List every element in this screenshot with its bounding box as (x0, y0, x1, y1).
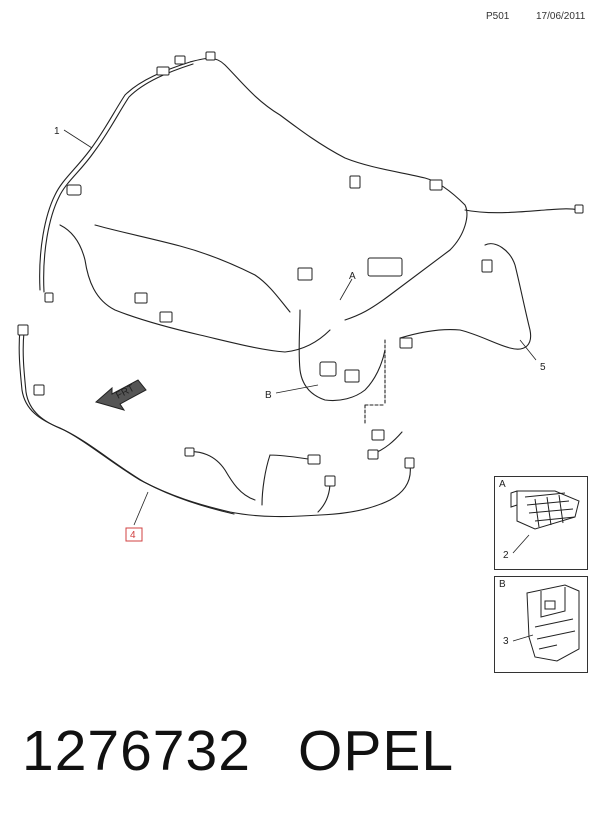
connector (134, 292, 148, 304)
connector (367, 449, 379, 460)
connector (574, 204, 584, 214)
leader-A (339, 278, 353, 301)
diagram-date: 17/06/2011 (536, 11, 586, 22)
connector (297, 267, 313, 281)
connector (371, 429, 385, 441)
inset-a-part: 2 (503, 550, 509, 561)
connector (159, 311, 173, 323)
connector (429, 179, 443, 191)
connector (319, 361, 337, 377)
leader-1 (63, 129, 93, 149)
inset-b-leader (512, 634, 534, 642)
connector (344, 369, 360, 383)
callout-4: 4 (130, 530, 136, 541)
connector (399, 337, 413, 349)
connector (66, 184, 82, 196)
harness-mid-branch (94, 224, 291, 313)
harness-upper-loop-b (43, 63, 194, 293)
leader-B (275, 384, 319, 394)
connector (349, 175, 361, 189)
front-direction-arrow (94, 379, 147, 411)
brand-name: OPEL (298, 719, 455, 783)
harness-left-branch (59, 224, 331, 353)
harness-right (399, 243, 532, 350)
callout-1: 1 (54, 126, 60, 137)
harness-lower-loop-b (22, 331, 235, 515)
leader-5 (519, 339, 537, 361)
connector (307, 454, 321, 465)
leader-4 (133, 491, 149, 526)
connector (481, 259, 493, 273)
inset-detail-b: B 3 (494, 576, 588, 673)
callout-B: B (265, 390, 272, 401)
connector (33, 384, 45, 396)
callout-5: 5 (540, 362, 546, 373)
connector (324, 475, 336, 487)
bracket-icon (510, 490, 580, 530)
inset-b-part: 3 (503, 636, 509, 647)
callout-A: A (349, 271, 356, 282)
connector (174, 55, 186, 65)
highlight-box-4 (125, 527, 143, 542)
connector (44, 292, 54, 303)
connector (205, 51, 216, 61)
connector (184, 447, 195, 457)
harness-center (298, 309, 386, 402)
inset-a-leader (512, 534, 530, 554)
inset-b-letter: B (499, 579, 506, 590)
wiring-harness-diagram: FRT 1 A B 5 4 (17, 51, 584, 542)
relay-box (367, 257, 403, 277)
connector (156, 66, 170, 76)
connector (404, 457, 415, 469)
harness-lower-loop (18, 329, 411, 518)
harness-top-right-tail (464, 208, 579, 214)
connector (17, 324, 29, 336)
inset-detail-a: A 2 (494, 476, 588, 570)
part-number: 1276732 (22, 719, 251, 783)
mounting-bracket-icon (526, 584, 580, 662)
harness-lower-branch (184, 451, 256, 501)
harness-upper-loop (39, 57, 468, 321)
inset-a-letter: A (499, 479, 506, 490)
page-code: P501 (486, 11, 510, 22)
harness-lower-branch-2 (261, 454, 316, 506)
harness-center-drop (364, 339, 386, 426)
